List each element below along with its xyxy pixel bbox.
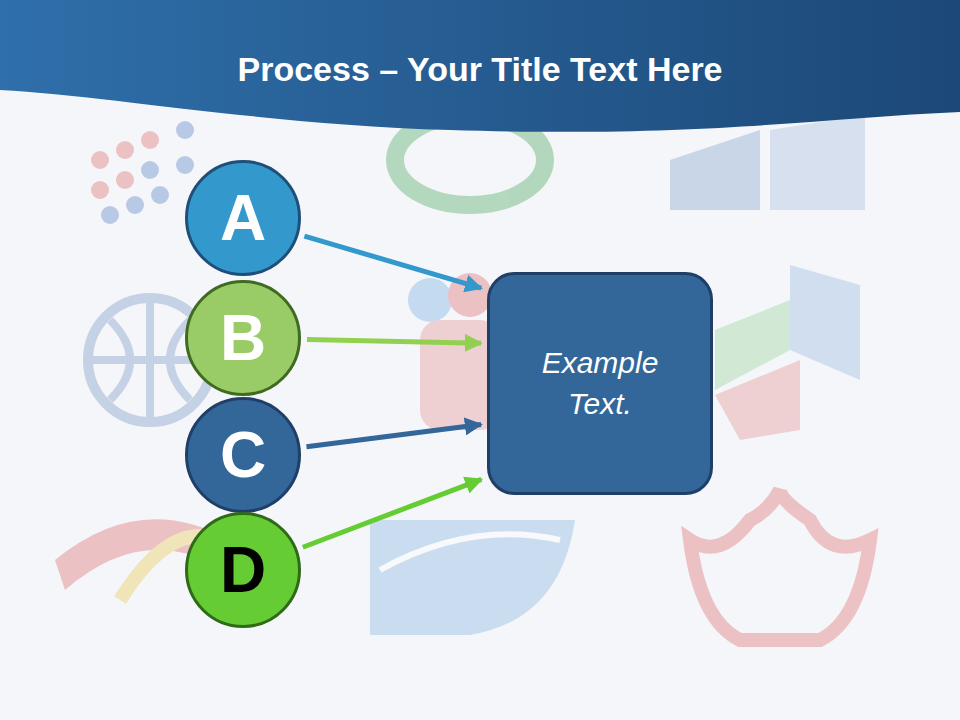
box-outline xyxy=(487,272,713,495)
arrow-connector xyxy=(306,424,481,446)
result-box: Example Text. xyxy=(487,272,713,495)
header-band xyxy=(0,0,960,132)
box-shape xyxy=(489,274,712,494)
node-text-group: Example Text. xyxy=(527,343,673,424)
step-circle: A xyxy=(185,160,301,276)
step-letter: C xyxy=(220,412,266,498)
step-letter: B xyxy=(220,295,266,381)
crown-logo xyxy=(690,490,870,640)
slide-title: Process – Your Title Text Here xyxy=(0,50,960,89)
step-letter: A xyxy=(220,175,266,261)
circle-shape xyxy=(187,282,300,395)
node-text-group: C xyxy=(220,412,266,498)
chevron-logo xyxy=(715,265,860,440)
faded-logos xyxy=(55,115,870,640)
box-text: Example Text. xyxy=(527,343,673,424)
node-text-group: D xyxy=(220,527,266,613)
building-logo xyxy=(670,115,865,210)
dot-logo xyxy=(91,121,194,224)
title-area: Process – Your Title Text Here xyxy=(0,50,960,89)
circle-shape xyxy=(187,514,300,627)
step-circle: C xyxy=(185,397,301,513)
step-circle: D xyxy=(185,512,301,628)
circle-shape xyxy=(187,162,300,275)
step-circle: B xyxy=(185,280,301,396)
arrow-connector xyxy=(304,236,481,288)
arrow-connector xyxy=(307,339,481,343)
node-text-group: A xyxy=(220,175,266,261)
circle-shape xyxy=(187,399,300,512)
node-text-group: B xyxy=(220,295,266,381)
step-letter: D xyxy=(220,527,266,613)
card-logo xyxy=(370,520,575,635)
arrow-connector xyxy=(303,479,482,547)
people-logo xyxy=(408,273,500,430)
